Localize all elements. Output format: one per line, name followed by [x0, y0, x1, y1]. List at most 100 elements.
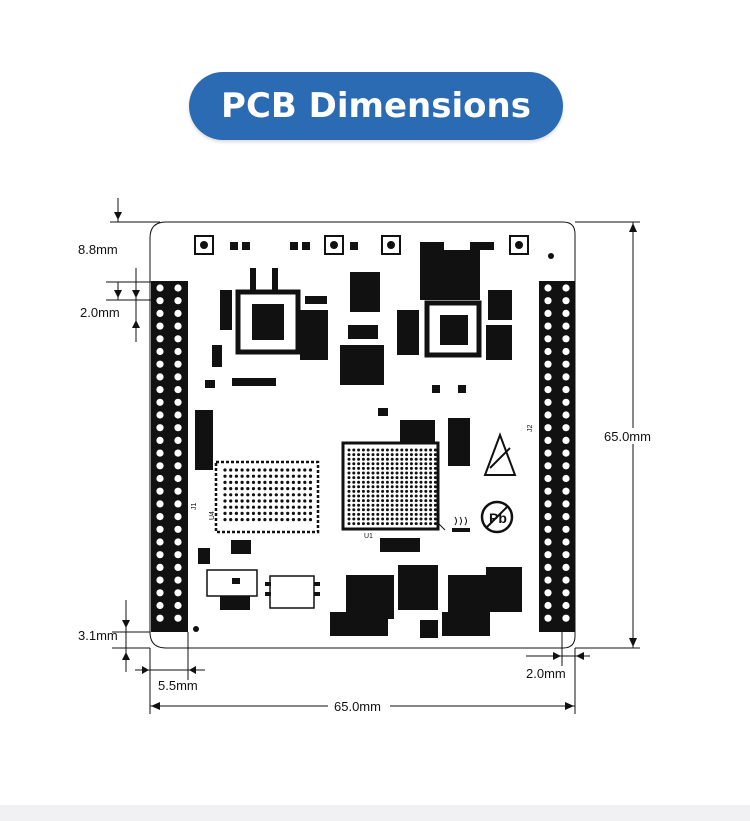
sdram-ball [240, 487, 244, 491]
sdram-ball [274, 493, 278, 497]
sdram-ball [269, 474, 273, 478]
bga-ball [419, 522, 423, 526]
sdram-ball [280, 511, 284, 515]
bga-ball [395, 522, 399, 526]
sdram-ball [291, 474, 295, 478]
label-u1: U1 [364, 533, 373, 540]
bga-ball [414, 476, 418, 480]
dim-left-offset-label: 5.5mm [158, 678, 198, 693]
bga-ball [424, 489, 428, 493]
sdram-ball [223, 474, 227, 478]
bga-ball [361, 480, 365, 484]
sdram-ball [263, 474, 267, 478]
header-pin [174, 398, 182, 406]
pb-free-icon: Pb [480, 500, 514, 534]
label-j1: J1 [191, 503, 198, 511]
bga-ball [390, 494, 394, 498]
sdram-ball [269, 487, 273, 491]
bga-ball [352, 494, 356, 498]
bga-ball [366, 503, 370, 507]
top-components [194, 235, 554, 259]
header-pin [544, 601, 552, 610]
bga-ball [405, 480, 409, 484]
bga-ball [352, 485, 356, 489]
bga-ball [390, 448, 394, 452]
bga-ball [414, 466, 418, 470]
bga-ball [400, 508, 404, 512]
bga-ball [395, 462, 399, 466]
bga-ball [366, 499, 370, 503]
header-pin [174, 386, 182, 394]
header-pin [562, 576, 570, 584]
bga-ball [409, 485, 413, 489]
bga-ball [381, 522, 385, 526]
sdram-ball [286, 511, 290, 515]
sdram-ball [251, 474, 256, 478]
bga-ball [395, 499, 399, 503]
sdram-ball [297, 493, 301, 497]
bga-ball [433, 499, 437, 503]
label-u4: U4 [209, 511, 216, 520]
header-pin [544, 474, 552, 483]
bga-ball [381, 503, 385, 507]
header-pin [174, 614, 182, 622]
bga-ball [400, 512, 404, 516]
bga-ball [361, 448, 365, 452]
bga-ball [400, 476, 404, 480]
bga-ball [405, 476, 409, 480]
sdram-ball [297, 505, 301, 509]
bga-ball [381, 517, 385, 521]
label-j2: J2 [527, 425, 534, 433]
header-pin [156, 360, 164, 368]
sdram-ball [223, 493, 227, 497]
bga-ball [371, 462, 375, 466]
bga-ball [395, 503, 399, 507]
bga-ball [405, 503, 409, 507]
bga-ball [381, 466, 385, 470]
bga-ball [414, 508, 418, 512]
bga-ball [433, 512, 437, 516]
bga-ball [371, 512, 375, 516]
header-pin [544, 373, 552, 381]
bga-ball [385, 453, 389, 457]
bga-ball [405, 448, 409, 452]
sdram-ball [274, 487, 278, 491]
header-pin [156, 589, 164, 597]
bga-ball [361, 522, 365, 526]
bga-ball [376, 489, 380, 493]
sdram-ball [280, 468, 284, 472]
bga-ball [390, 503, 394, 507]
bga-ball [414, 503, 418, 507]
sdram-ball [229, 499, 233, 503]
bga-ball [357, 466, 361, 470]
header-pin [156, 474, 164, 483]
bga-ball [376, 522, 380, 526]
bga-ball [433, 466, 437, 470]
header-pin [156, 436, 164, 444]
bga-ball [395, 517, 399, 521]
bga-ball [381, 462, 385, 466]
bga-ball [352, 448, 356, 452]
bga-ball [347, 503, 351, 507]
bga-ball [376, 503, 380, 507]
bga-ball [385, 466, 389, 470]
header-pin [156, 563, 164, 572]
bga-ball [405, 517, 409, 521]
header-pin [544, 462, 552, 470]
bga-ball [371, 471, 375, 475]
bga-ball [424, 499, 428, 503]
bga-ball [357, 503, 361, 507]
header-pin [174, 601, 182, 610]
bga-ball [405, 489, 409, 493]
bga-ball [352, 471, 356, 475]
bga-ball [352, 508, 356, 512]
bga-ball [433, 494, 437, 498]
esd-warning-icon [483, 432, 517, 476]
bga-ball [352, 489, 356, 493]
bga-ball [429, 512, 433, 516]
header-pin [174, 487, 182, 495]
header-pin [156, 538, 164, 546]
bga-ball [429, 485, 433, 489]
header-pin [544, 576, 552, 584]
bga-ball [424, 448, 428, 452]
